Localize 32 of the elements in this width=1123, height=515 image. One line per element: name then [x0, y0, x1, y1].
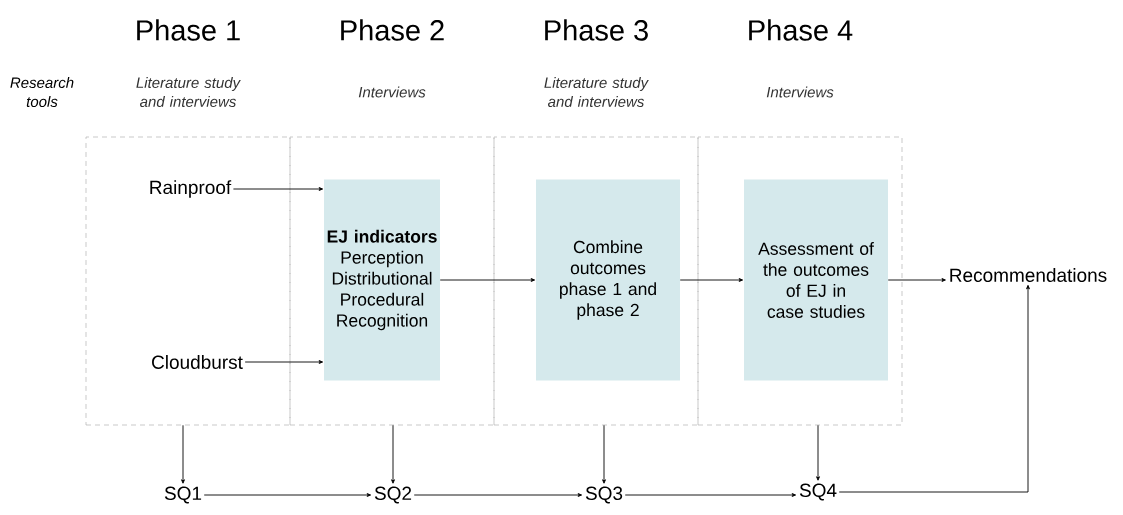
arrow — [679, 278, 744, 282]
row-label: Research tools — [10, 77, 74, 107]
arrow — [816, 424, 820, 481]
process-box: EJ indicators Perception Distributional Procedural Recognition — [324, 179, 440, 381]
arrow — [602, 424, 606, 484]
phase-heading: Phase 3 — [545, 19, 648, 41]
arrow — [413, 493, 583, 497]
arrow — [391, 424, 395, 484]
step-label: SQ2 — [374, 486, 412, 504]
phase-heading: Phase 1 — [137, 19, 240, 41]
process-box: Assessment of the outcomes of EJ in case studies — [744, 179, 888, 381]
step-label: SQ1 — [164, 486, 202, 504]
method-text: Interviews — [358, 86, 426, 98]
arrow — [244, 360, 324, 364]
step-label: SQ4 — [799, 483, 837, 501]
step-label: Recommendations — [950, 268, 1107, 282]
arrow — [203, 493, 372, 497]
arrow — [838, 284, 1030, 493]
phase-heading: Phase 2 — [341, 19, 444, 41]
method-text: Interviews — [766, 86, 834, 98]
arrow — [439, 278, 536, 282]
step-label: Rainproof — [150, 180, 232, 198]
arrow — [624, 493, 797, 497]
arrow — [887, 278, 946, 282]
method-text: Literature study and interviews — [544, 77, 649, 107]
method-text: Literature study and interviews — [136, 77, 241, 107]
process-box: Combine outcomes phase 1 and phase 2 — [536, 179, 680, 381]
arrow — [181, 424, 185, 484]
phase-heading: Phase 4 — [749, 19, 853, 41]
step-label: Cloudburst — [152, 355, 243, 369]
step-label: SQ3 — [585, 486, 623, 504]
arrow — [232, 187, 324, 191]
